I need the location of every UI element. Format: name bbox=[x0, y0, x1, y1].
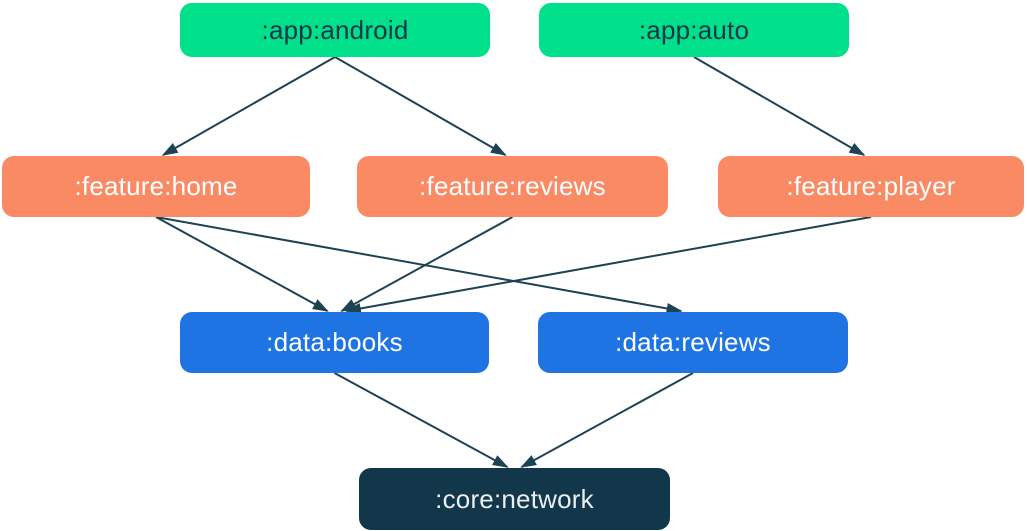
node-label: :app:android bbox=[261, 14, 409, 45]
node-app-auto: :app:auto bbox=[539, 3, 849, 57]
edge-app_android-feature_reviews bbox=[334, 56, 507, 156]
node-data-books: :data:books bbox=[180, 312, 489, 373]
node-feature-reviews: :feature:reviews bbox=[357, 156, 668, 217]
node-label: :core:network bbox=[435, 483, 594, 514]
edge-app_auto-feature_player bbox=[693, 56, 866, 156]
edge-data_reviews-core_network bbox=[520, 372, 694, 468]
node-label: :feature:player bbox=[786, 171, 956, 201]
node-core-network: :core:network bbox=[359, 468, 670, 530]
node-label: :data:books bbox=[266, 327, 403, 357]
node-feature-home: :feature:home bbox=[2, 156, 310, 217]
node-label: :data:reviews bbox=[615, 327, 771, 357]
node-label: :feature:home bbox=[74, 171, 238, 201]
edge-data_books-core_network bbox=[334, 372, 509, 468]
node-data-reviews: :data:reviews bbox=[538, 312, 848, 373]
edge-feature_player-data_books bbox=[344, 216, 872, 314]
node-label: :feature:reviews bbox=[419, 171, 606, 201]
edge-feature_reviews-data_books bbox=[340, 216, 513, 312]
edge-app_android-feature_home bbox=[161, 56, 336, 156]
node-label: :app:auto bbox=[638, 14, 750, 45]
edge-feature_home-data_books bbox=[155, 216, 329, 312]
node-app-android: :app:android bbox=[180, 3, 490, 57]
node-feature-player: :feature:player bbox=[718, 156, 1024, 217]
edge-feature_home-data_reviews bbox=[155, 216, 683, 314]
